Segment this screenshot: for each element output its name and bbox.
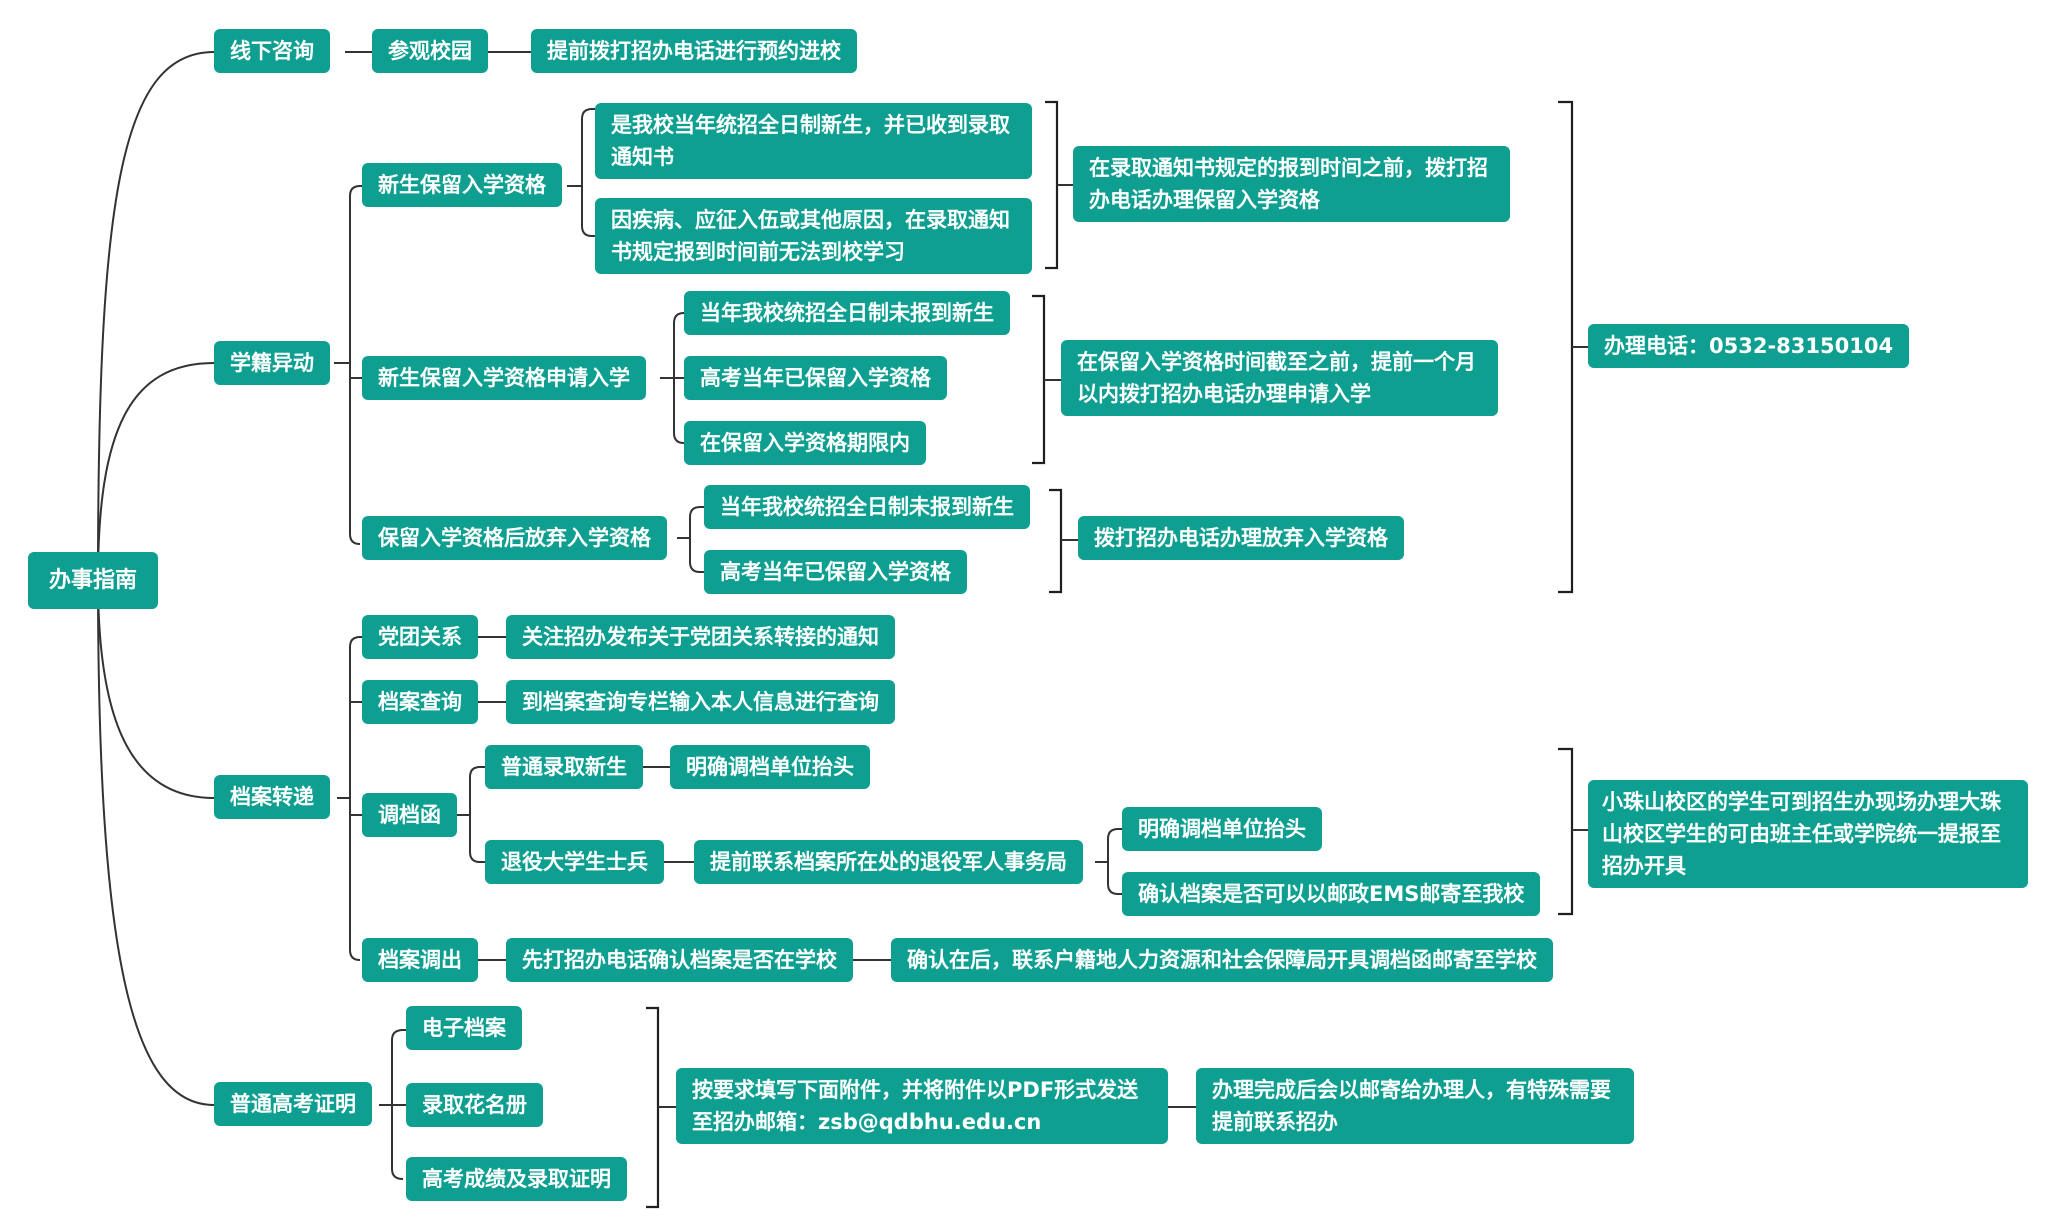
node-retain-cond1: 是我校当年统招全日制新生，并已收到录取通知书 — [595, 103, 1032, 179]
node-apply-action: 在保留入学资格时间截至之前，提前一个月以内拨打招办电话办理申请入学 — [1061, 340, 1498, 416]
node-letter-regular: 普通录取新生 — [485, 745, 643, 789]
node-exam-item2: 录取花名册 — [406, 1083, 543, 1127]
node-apply-cond3: 在保留入学资格期限内 — [684, 421, 926, 465]
node-visit-campus: 参观校园 — [372, 29, 488, 73]
node-transfer-step2: 确认在后，联系户籍地人力资源和社会保障局开具调档函邮寄至学校 — [891, 938, 1553, 982]
node-transfer-out: 档案调出 — [362, 938, 478, 982]
node-query-note: 到档案查询专栏输入本人信息进行查询 — [506, 680, 895, 724]
node-transfer-step1: 先打招办电话确认档案是否在学校 — [506, 938, 853, 982]
node-apply-cond1: 当年我校统招全日制未报到新生 — [684, 291, 1010, 335]
node-letter: 调档函 — [362, 793, 457, 837]
node-giveup-cond1: 当年我校统招全日制未报到新生 — [704, 485, 1030, 529]
node-exam-instruction: 按要求填写下面附件，并将附件以PDF形式发送至招办邮箱：zsb@qdbhu.ed… — [676, 1068, 1168, 1144]
node-retain-cond2: 因疾病、应征入伍或其他原因，在录取通知书规定报到时间前无法到校学习 — [595, 198, 1032, 274]
node-archive: 档案转递 — [214, 775, 330, 819]
node-retain-action: 在录取通知书规定的报到时间之前，拨打招办电话办理保留入学资格 — [1073, 146, 1510, 222]
node-status: 学籍异动 — [214, 341, 330, 385]
node-apply-cond2: 高考当年已保留入学资格 — [684, 356, 947, 400]
node-letter-veteran-sub2: 确认档案是否可以以邮政EMS邮寄至我校 — [1122, 872, 1541, 916]
node-party-note: 关注招办发布关于党团关系转接的通知 — [506, 615, 895, 659]
node-letter-veteran-sub1: 明确调档单位抬头 — [1122, 807, 1322, 851]
node-exam: 普通高考证明 — [214, 1082, 372, 1126]
node-giveup-cond2: 高考当年已保留入学资格 — [704, 550, 967, 594]
node-query: 档案查询 — [362, 680, 478, 724]
link-root-offline — [97, 51, 215, 581]
node-exam-item1: 电子档案 — [406, 1006, 522, 1050]
node-retain: 新生保留入学资格 — [362, 163, 562, 207]
node-giveup-action: 拨打招办电话办理放弃入学资格 — [1078, 516, 1404, 560]
node-exam-item3: 高考成绩及录取证明 — [406, 1157, 627, 1201]
node-phone: 办理电话：0532-83150104 — [1588, 324, 1910, 368]
node-visit-note: 提前拨打招办电话进行预约进校 — [531, 29, 857, 73]
node-exam-result: 办理完成后会以邮寄给办理人，有特殊需要提前联系招办 — [1196, 1068, 1634, 1144]
node-offline: 线下咨询 — [214, 29, 330, 73]
node-letter-veteran-note: 提前联系档案所在处的退役军人事务局 — [694, 840, 1083, 884]
node-letter-regular-note: 明确调档单位抬头 — [670, 745, 870, 789]
node-letter-veteran: 退役大学生士兵 — [485, 840, 664, 884]
link-status-children — [349, 185, 362, 545]
node-apply: 新生保留入学资格申请入学 — [362, 356, 646, 400]
link-root-status — [97, 362, 215, 581]
link-root-archive — [97, 579, 215, 799]
node-campus-note: 小珠山校区的学生可到招生办现场办理大珠山校区学生的可由班主任或学院统一提报至招办… — [1588, 780, 2028, 888]
node-party: 党团关系 — [362, 615, 478, 659]
link-root-exam — [97, 579, 215, 1106]
root-node: 办事指南 — [28, 552, 158, 609]
node-giveup: 保留入学资格后放弃入学资格 — [362, 516, 667, 560]
